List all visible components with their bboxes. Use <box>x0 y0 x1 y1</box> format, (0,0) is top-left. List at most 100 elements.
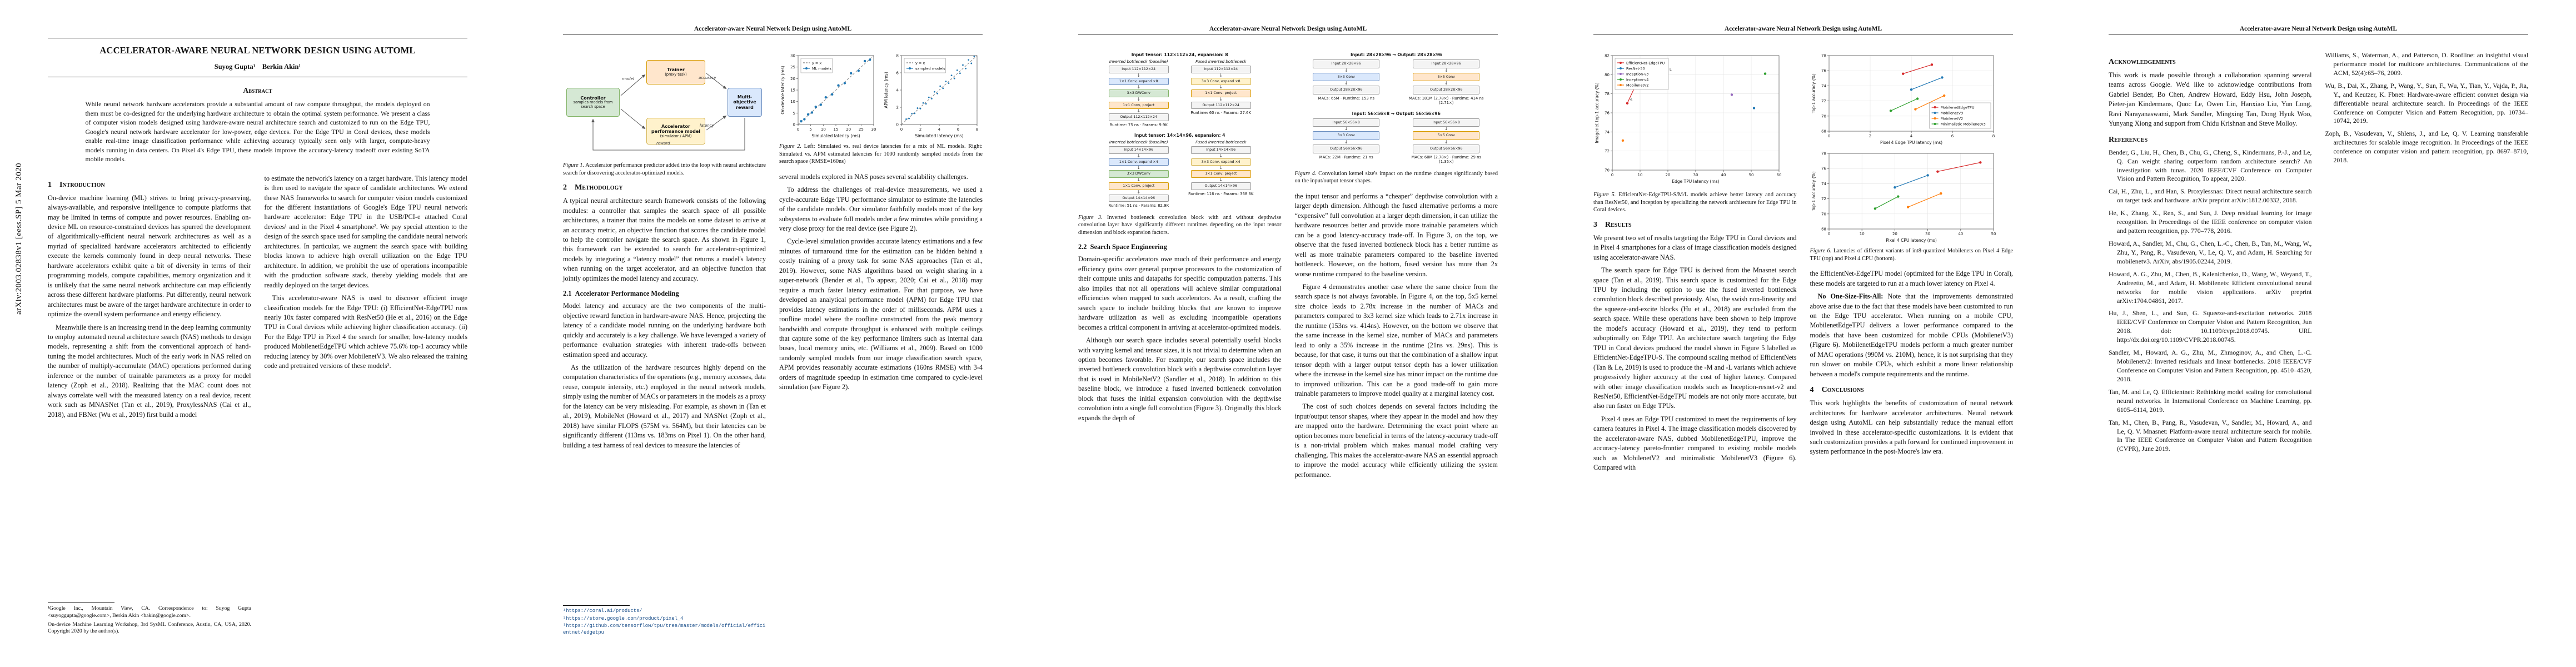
svg-text:5: 5 <box>793 111 795 116</box>
controller-box: Controller samples models from search sp… <box>566 88 620 117</box>
figure-3-caption-text: Inverted bottleneck convolution block wi… <box>1078 214 1282 236</box>
svg-text:y = x: y = x <box>812 61 821 66</box>
url-footnote-block: ¹https://coral.ai/products/ ²https://sto… <box>563 605 766 637</box>
svg-text:0: 0 <box>1611 173 1613 177</box>
reference-item: Tan, M. and Le, Q. Efficientnet: Rethink… <box>2109 387 2312 414</box>
svg-text:82: 82 <box>1605 54 1610 58</box>
footnote-url-coral[interactable]: ¹https://coral.ai/products/ <box>563 608 642 614</box>
svg-text:Inception-v4: Inception-v4 <box>1626 78 1648 82</box>
svg-text:72: 72 <box>1821 99 1826 103</box>
svg-text:sampled models: sampled models <box>915 67 945 71</box>
down-arrow-icon: ↓ <box>1219 72 1223 78</box>
reward-label: Multi-objective reward <box>733 94 756 110</box>
figure-6-caption-text: Latencies of different variants of int8-… <box>1810 248 2014 262</box>
svg-text:0: 0 <box>1827 232 1830 236</box>
figure-3-top-header: Input tensor: 112×112×24, expansion: 8 <box>1131 52 1228 57</box>
down-arrow-icon: ↓ <box>1444 139 1448 145</box>
svg-text:80: 80 <box>1605 73 1610 77</box>
figure-4-bottom-panel: Input: 56×56×8 → Output: 56×56×96 Input … <box>1295 111 1498 165</box>
down-arrow-icon: ↓ <box>1137 177 1141 182</box>
figure-1-caption-text: Accelerator performance predictor added … <box>563 162 766 176</box>
figure-2-caption-text: Left: Simulated vs. real device latencie… <box>779 143 983 165</box>
page-5-columns: Acknowledgements This work is made possi… <box>2109 51 2528 457</box>
footnote-url-github[interactable]: ³https://github.com/tensorflow/tpu/tree/… <box>563 623 766 635</box>
column-left: Input tensor: 112×112×24, expansion: 8 I… <box>1078 51 1282 483</box>
figure-1-label: Figure 1. <box>563 162 584 168</box>
project-conv-box: 1×1 Conv, project <box>1190 170 1251 178</box>
svg-text:Simulated latency (ms): Simulated latency (ms) <box>811 133 860 138</box>
svg-text:78: 78 <box>1821 54 1826 58</box>
flow-stats: Runtime: 116 ns · Params: 368.6K <box>1188 191 1254 196</box>
svg-text:MobilenetV2: MobilenetV2 <box>1940 117 1963 121</box>
down-arrow-icon: ↓ <box>1219 96 1223 102</box>
svg-text:Pixel 4 CPU latency (ms): Pixel 4 CPU latency (ms) <box>1886 238 1937 243</box>
svg-text:MobilenetEdgeTPU: MobilenetEdgeTPU <box>1940 106 1974 110</box>
kernel-3x3-flow: Input 56×56×8 ↓ 3×3 Conv ↓ Output 56×56×… <box>1304 118 1388 165</box>
paragraph: Cycle-level simulation provides accurate… <box>779 237 983 391</box>
column-right: Input: 28×28×96 → Output: 28×28×96 Input… <box>1295 51 1498 483</box>
svg-text:60: 60 <box>1777 173 1782 177</box>
paragraph: We present two set of results targeting … <box>1593 233 1797 261</box>
footnote-venue: On-device Machine Learning Workshop, 3rd… <box>48 621 251 635</box>
figure-4-label: Figure 4. <box>1294 170 1317 177</box>
svg-text:72: 72 <box>1821 197 1826 201</box>
reference-item: Howard, A., Sandler, M., Chu, G., Chen, … <box>2109 240 2312 265</box>
running-header: Accelerator-aware Neural Network Design … <box>1078 26 1498 35</box>
kernel-5x5-flow: Input 56×56×8 ↓ 5×5 Conv ↓ Output 56×56×… <box>1404 118 1488 165</box>
svg-text:76: 76 <box>1605 111 1610 116</box>
expand-conv-box: 1×1 Conv, expand ×8 <box>1108 77 1169 86</box>
subsection-heading-search-space: 2.2 Search Space Engineering <box>1078 243 1167 251</box>
paragraph: On-device machine learning (ML) strives … <box>48 193 251 318</box>
paragraph: The search space for Edge TPU is derived… <box>1593 266 1797 410</box>
conv-5x5-box: 5×5 Conv <box>1413 72 1480 82</box>
svg-text:15: 15 <box>790 88 795 93</box>
svg-text:MobilenetV2: MobilenetV2 <box>1626 83 1649 88</box>
figure-1-diagram: Controller samples models from search sp… <box>563 51 764 158</box>
down-arrow-icon: ↓ <box>1137 72 1141 78</box>
expand-conv-box: 1×1 Conv, expand ×4 <box>1108 158 1169 166</box>
page-1-columns: 1 Introduction On-device machine learnin… <box>48 174 467 423</box>
section-heading-conclusions: 4 Conclusions <box>1810 386 1864 395</box>
page-3-columns: Input tensor: 112×112×24, expansion: 8 I… <box>1078 51 1498 483</box>
svg-text:0: 0 <box>900 127 903 132</box>
section-heading-references: References <box>2109 135 2148 144</box>
figure-1-arrows <box>591 73 745 151</box>
arxiv-stamp: arXiv:2003.02838v1 [eess.SP] 5 Mar 2020 <box>14 162 23 315</box>
svg-text:30: 30 <box>790 54 795 58</box>
project-conv-box: 1×1 Conv, project <box>1108 101 1169 109</box>
reference-item: Williams, S., Waterman, A., and Patterso… <box>2325 51 2529 77</box>
running-header: Accelerator-aware Neural Network Design … <box>2109 26 2528 35</box>
svg-text:Edge TPU latency (ms): Edge TPU latency (ms) <box>1672 179 1719 184</box>
svg-text:70: 70 <box>1821 114 1826 118</box>
figure-4-top-header: Input: 28×28×96 → Output: 28×28×96 <box>1350 52 1442 57</box>
controller-sublabel: samples models from search space <box>573 99 613 109</box>
figure-3-top-panel: Input tensor: 112×112×24, expansion: 8 I… <box>1078 52 1282 127</box>
column-left: 1 Introduction On-device machine learnin… <box>48 174 251 423</box>
paragraph: the EfficientNet-EdgeTPU model (optimize… <box>1810 270 2014 287</box>
paragraph: As the utilization of the hardware resou… <box>563 363 766 449</box>
svg-text:L: L <box>1670 67 1672 72</box>
svg-text:30: 30 <box>871 127 876 132</box>
kernel-3x3-flow: Input 28×28×96 ↓ 3×3 Conv ↓ Output 28×28… <box>1304 59 1388 106</box>
output-tensor-box: Output 112×112×24 <box>1190 101 1251 109</box>
section-heading-methodology: 2 Methodology <box>563 183 623 192</box>
footnote-affiliation: ¹Google Inc., Mountain View, CA. Corresp… <box>48 605 251 619</box>
svg-text:30: 30 <box>1693 173 1698 177</box>
down-arrow-icon: ↓ <box>1344 81 1348 86</box>
input-tensor-box: Input 56×56×8 <box>1413 118 1480 127</box>
flow-stats: MACs: 65M · Runtime: 153 ns <box>1318 96 1374 101</box>
edge-label-latency: latency <box>700 123 714 128</box>
footnote-url-pixel4[interactable]: ²https://store.google.com/product/pixel_… <box>563 615 684 621</box>
svg-text:8: 8 <box>1992 134 1994 138</box>
svg-text:Inception-v3: Inception-v3 <box>1626 72 1648 77</box>
svg-text:0: 0 <box>793 123 795 127</box>
flow-stats: MACs: 60M (2.78×) · Runtime: 29 ns (1.35… <box>1411 155 1482 165</box>
svg-text:50: 50 <box>1749 173 1754 177</box>
figure-4-diagram: Input: 28×28×96 → Output: 28×28×96 Input… <box>1295 52 1498 165</box>
svg-text:25: 25 <box>790 65 795 69</box>
down-arrow-icon: ↓ <box>1137 189 1141 195</box>
